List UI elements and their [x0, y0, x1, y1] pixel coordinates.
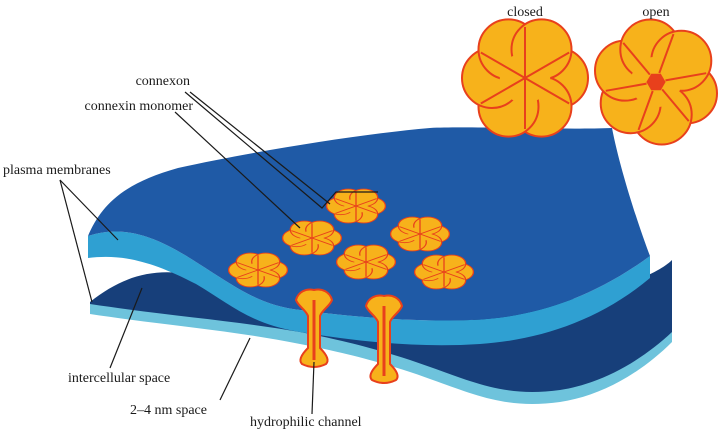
open-pore [646, 73, 666, 91]
connexon-label: connexon [136, 74, 190, 89]
connexin-monomer-leader [174, 111, 301, 229]
closed-label: closed [507, 5, 543, 20]
connexon-6 [413, 254, 475, 290]
closed-connexon [461, 18, 589, 138]
intercellular-space-leader [109, 287, 143, 369]
hydrophilic-channel-label: hydrophilic channel [250, 415, 362, 430]
leader-lines [59, 91, 378, 415]
open-connexon-inset [594, 18, 718, 146]
closed-connexon-inset [461, 18, 589, 138]
connexon-layer [227, 188, 475, 290]
nm-space-label: 2–4 nm space [130, 403, 207, 418]
nm-space-leader [219, 337, 251, 401]
upper-membrane-rim [88, 231, 650, 346]
plasma-membranes-leader-upper [59, 179, 119, 241]
connexon-3 [281, 220, 343, 256]
hydrophilic-channel-left [294, 288, 334, 368]
intercellular-space-label: intercellular space [68, 371, 170, 386]
plasma-membranes-leader-lower [59, 179, 93, 303]
connexon-1 [325, 188, 387, 224]
connexin-monomer-label: connexin monomer [85, 99, 194, 114]
connexon-2 [389, 216, 451, 252]
plasma-membranes-label: plasma membranes [3, 163, 111, 178]
connexon-4 [335, 244, 397, 280]
connexon-leader-2 [189, 91, 331, 205]
open-label: open [642, 5, 669, 20]
connexon-leader [184, 91, 378, 209]
hydrophilic-channel-leader [311, 361, 315, 415]
connexon-5 [227, 252, 289, 288]
open-connexon [594, 18, 718, 146]
hydrophilic-channel-right [364, 294, 404, 384]
